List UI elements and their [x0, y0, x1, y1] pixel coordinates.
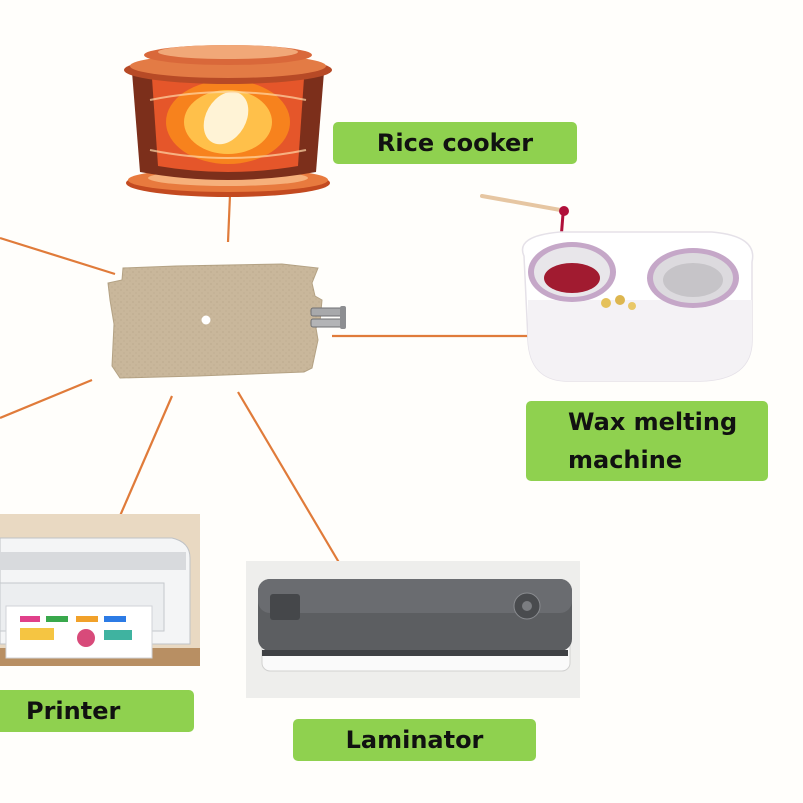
laminator-label: Laminator [293, 719, 536, 761]
wax-melting-machine-label: Wax melting machine [526, 401, 768, 481]
printer-label: Printer [0, 690, 194, 732]
connector-left-top [0, 236, 116, 276]
printer-image [0, 514, 200, 666]
terminal-clips [310, 306, 346, 329]
connector-left-bottom [0, 378, 93, 420]
laminator-image [246, 561, 580, 698]
rice-cooker-image [124, 45, 332, 197]
rice-cooker-label: Rice cooker [333, 122, 577, 164]
mica-heating-plate [107, 263, 346, 379]
wax-melter-image [480, 194, 754, 382]
connector-rice-cooker [226, 194, 232, 243]
